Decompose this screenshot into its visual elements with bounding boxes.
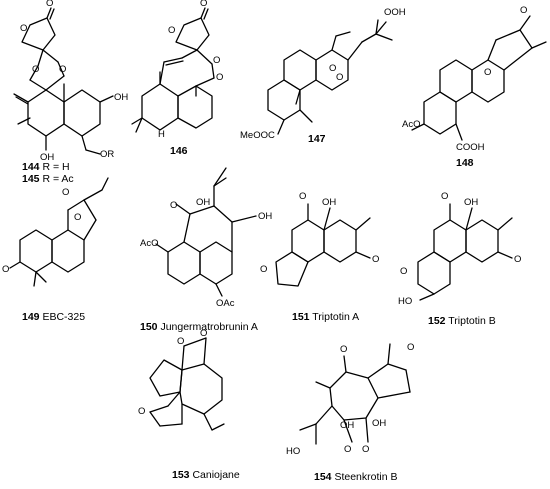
atom-o-148-b: O (484, 67, 491, 78)
atom-oh-152: OH (464, 197, 478, 208)
atom-o-149-a: O (62, 187, 69, 198)
atom-o-146-peroxide-b: O (216, 72, 223, 83)
atom-o-153-a: O (177, 336, 184, 347)
atom-o-144-peroxide-a: O (32, 64, 39, 75)
atom-o-144: O (46, 0, 53, 9)
atom-o-147-b: O (336, 72, 343, 83)
atom-oh-144-b: OH (40, 152, 54, 163)
label-151: 151 Triptotin A (292, 311, 359, 323)
atom-o-148-a: O (520, 5, 527, 16)
atom-ho-154: HO (286, 446, 300, 457)
atom-ooh-147: OOH (384, 7, 406, 18)
atom-o-151-b: O (372, 254, 379, 265)
structure-150 (155, 167, 257, 297)
atom-o-154-b: O (407, 342, 414, 353)
atom-o-146-peroxide-a: O (213, 55, 220, 66)
label-150: 150 Jungermatrobrunin A (140, 321, 258, 333)
structure-146 (131, 7, 215, 133)
atom-o-151-a: O (299, 191, 306, 202)
atom-o-146-ring: O (168, 25, 175, 36)
atom-o-153-b: O (200, 328, 207, 339)
atom-or-144: OR (100, 149, 114, 160)
structure-149 (9, 177, 109, 287)
label-146: 146 (170, 145, 188, 157)
atom-o-152-b: O (514, 254, 521, 265)
structure-151 (275, 203, 371, 287)
atom-aco-150: AcO (140, 238, 158, 249)
label-145: 145 R = Ac (22, 173, 74, 185)
label-149: 149 EBC-325 (22, 311, 85, 323)
atom-h-146: H (158, 129, 165, 140)
atom-oh-150-a: OH (196, 197, 210, 208)
atom-oh-154-b: OH (372, 418, 386, 429)
atom-aco-148: AcO (402, 119, 420, 130)
structure-148 (411, 15, 547, 141)
atom-oh-151: OH (322, 197, 336, 208)
atom-o-146: O (200, 0, 207, 9)
atom-oh-154-a: OH (340, 420, 354, 431)
label-152: 152 Triptotin B (428, 315, 496, 327)
atom-ho-152: HO (398, 296, 412, 307)
atom-o-154-c: O (344, 444, 351, 455)
structure-154 (299, 343, 411, 445)
structure-144-145 (13, 7, 114, 155)
label-153: 153 Caniojane (172, 469, 240, 481)
atom-o-153-c: O (138, 406, 145, 417)
atom-o-152-c: O (400, 266, 407, 277)
atom-oac-150: OAc (216, 298, 235, 309)
label-147: 147 (308, 133, 326, 145)
atom-o-147-a: O (329, 63, 336, 74)
atom-o-154-a: O (340, 344, 347, 355)
structure-147 (267, 19, 393, 135)
atom-o-149-b: O (74, 212, 81, 223)
structure-153 (149, 337, 225, 431)
atom-oh-150-b: OH (258, 211, 272, 222)
label-154: 154 Steenkrotin B (314, 471, 397, 483)
atom-o-144-peroxide-b: O (59, 64, 66, 75)
atom-o-150: O (170, 200, 177, 211)
atom-o-154-d: O (362, 444, 369, 455)
label-148: 148 (456, 157, 474, 169)
atom-o-149-c: O (2, 264, 9, 275)
label-144: 144 R = H (22, 161, 70, 173)
atom-o-152-a: O (441, 191, 448, 202)
atom-o-144-ring: O (20, 23, 27, 34)
atom-cooh-148: COOH (456, 142, 485, 153)
atom-oh-144-a: OH (114, 92, 128, 103)
structure-152 (417, 203, 513, 301)
atom-meooc-147: MeOOC (240, 130, 275, 141)
atom-o-151-c: O (260, 264, 267, 275)
